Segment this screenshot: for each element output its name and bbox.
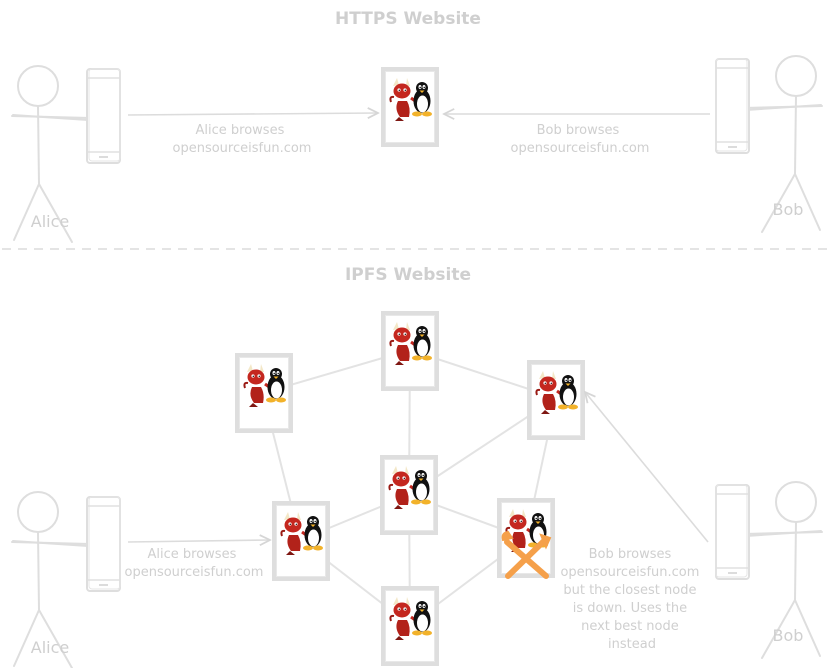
bob-caption-ipfs: Bob browses opensourceisfun.com but the … bbox=[560, 547, 703, 652]
ipfs-node-down bbox=[499, 500, 553, 579]
ipfs-node-lower-left bbox=[274, 503, 328, 579]
https-server-node bbox=[383, 69, 437, 145]
alice-phone-https bbox=[86, 68, 121, 164]
bob-to-node-arrow bbox=[585, 392, 709, 543]
alice-name-https: Alice bbox=[31, 212, 69, 231]
bob-name-ipfs: Bob bbox=[773, 626, 804, 645]
bob-phone-ipfs bbox=[715, 484, 750, 580]
alice-caption-https: Alice browses opensourceisfun.com bbox=[173, 123, 312, 156]
bob-caption-https: Bob browses opensourceisfun.com bbox=[511, 123, 650, 156]
ipfs-node-upper-right bbox=[529, 362, 583, 438]
bob-phone-https bbox=[715, 58, 750, 154]
ipfs-node-bottom bbox=[383, 588, 437, 664]
ipfs-node-top bbox=[383, 313, 437, 389]
ipfs-section-title: IPFS Website bbox=[345, 265, 471, 285]
alice-caption-ipfs: Alice browses opensourceisfun.com bbox=[125, 547, 264, 580]
ipfs-node-upper-left bbox=[237, 355, 291, 431]
alice-to-node-arrow bbox=[127, 540, 270, 542]
bob-name-https: Bob bbox=[773, 200, 804, 219]
alice-to-server-arrow bbox=[127, 113, 378, 115]
https-section-title: HTTPS Website bbox=[335, 9, 481, 29]
alice-phone-ipfs bbox=[86, 496, 121, 592]
ipfs-node-center bbox=[382, 457, 436, 533]
crossed-tools-icon bbox=[501, 530, 552, 579]
alice-name-ipfs: Alice bbox=[31, 638, 69, 657]
